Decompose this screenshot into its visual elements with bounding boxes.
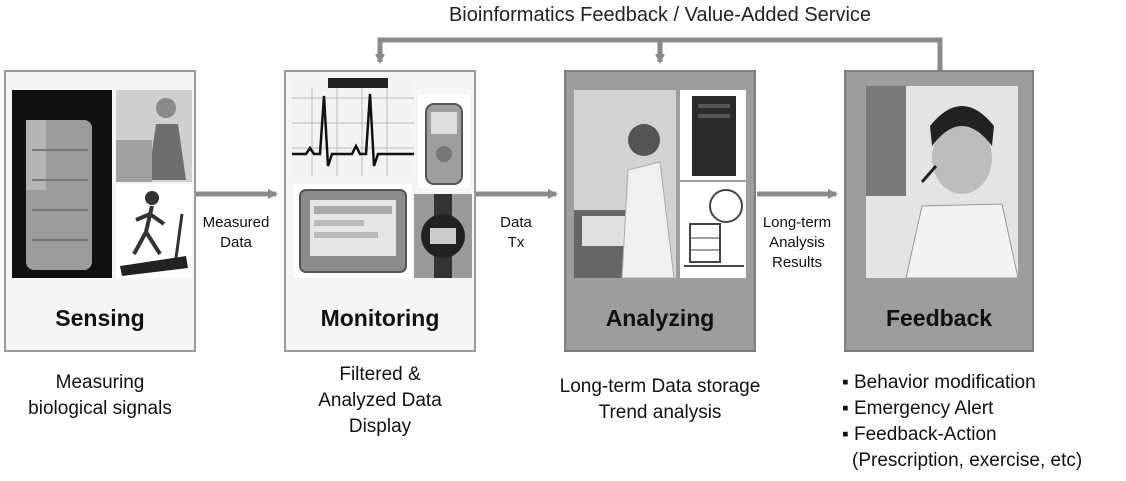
stage-label-analyzing: Analyzing: [605, 305, 715, 331]
stage-label-monitoring: Monitoring: [320, 305, 440, 331]
stage-label-sensing: Sensing: [55, 305, 145, 331]
stage-analyzing: Analyzing: [564, 70, 756, 352]
connector-label-data-tx: Data Tx: [500, 214, 532, 251]
bullet-feedback-action-note: (Prescription, exercise, etc): [852, 450, 1083, 471]
stage-sensing: Sensing: [4, 70, 196, 352]
feedback-loop-label: Bioinformatics Feedback / Value-Added Se…: [448, 4, 872, 26]
server-image: [680, 90, 746, 180]
treadmill-image: [116, 184, 192, 278]
stage-feedback: Feedback: [844, 70, 1034, 352]
stage-label-feedback: Feedback: [885, 305, 993, 331]
mobile-phone-image: [418, 94, 470, 188]
wrist-watch-image: [414, 194, 472, 278]
body-sensor-image: [116, 90, 192, 182]
feedback-bullet-list: ▪ Behavior modification ▪ Emergency Aler…: [842, 370, 1122, 474]
bullet-emergency-alert: ▪ Emergency Alert: [842, 398, 994, 419]
ecg-display-image: [292, 78, 414, 176]
caption-analyzing: Long-term Data storage Trend analysis: [559, 376, 761, 423]
call-center-operator-image: [866, 86, 1018, 278]
bullet-feedback-action: ▪ Feedback-Action: [842, 424, 997, 445]
bullet-behavior-modification: ▪ Behavior modification: [842, 372, 1036, 393]
researcher-image: [574, 90, 676, 278]
connector-label-measured-data: Measured Data: [202, 214, 270, 251]
pda-device-image: [294, 184, 412, 278]
connector-label-analysis-results: Long-term Analysis Results: [762, 214, 832, 271]
stage-monitoring: Monitoring: [284, 70, 476, 352]
caption-sensing: Measuring biological signals: [28, 372, 172, 419]
hospital-image: [680, 182, 746, 278]
caption-monitoring: Filtered & Analyzed Data Display: [318, 364, 442, 437]
smart-shirt-image: [12, 90, 112, 278]
